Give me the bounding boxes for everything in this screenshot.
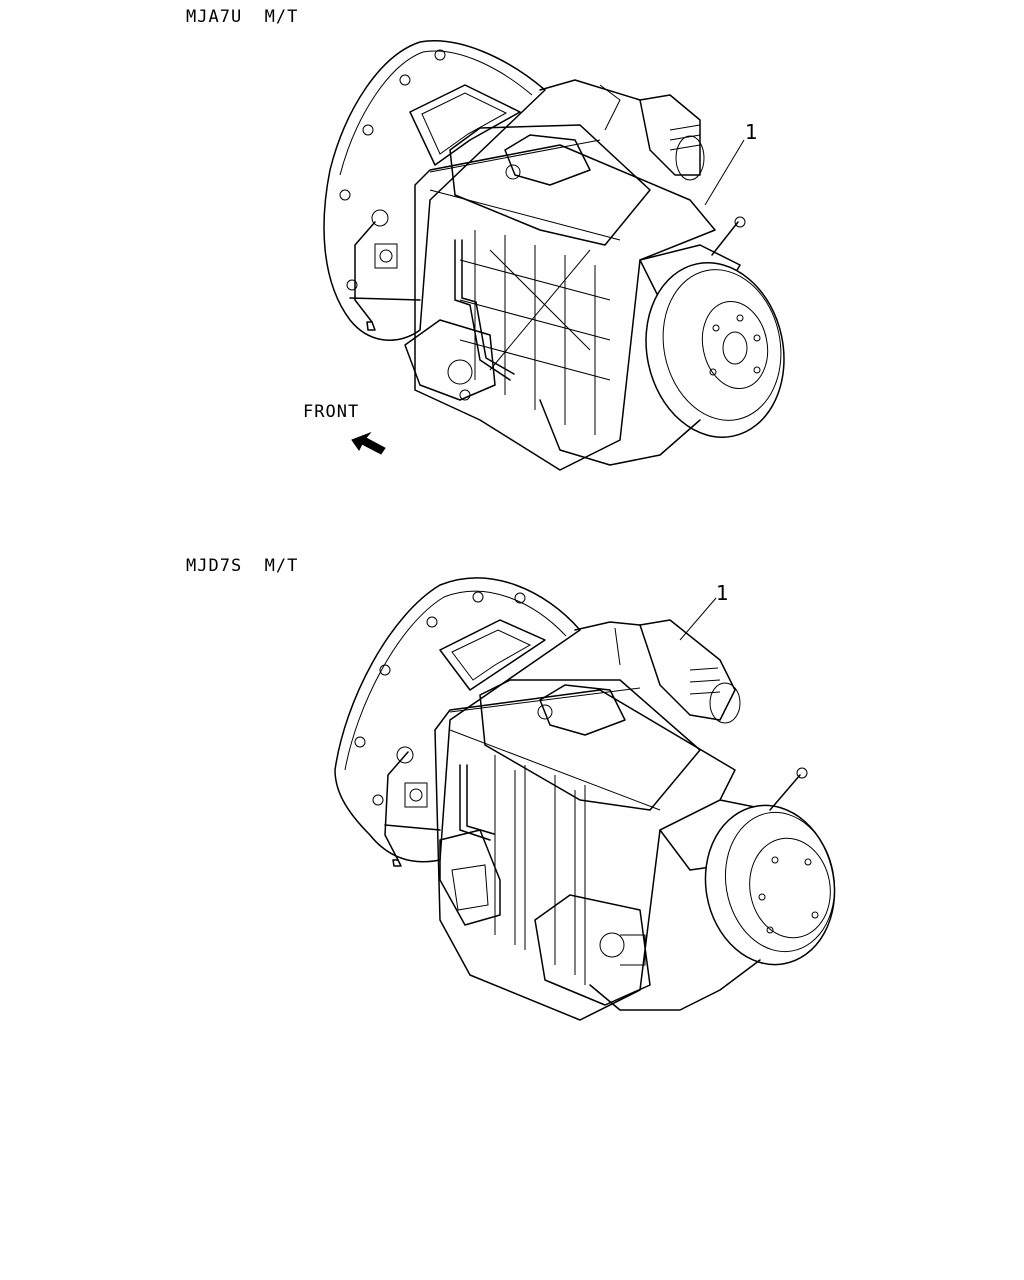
side-pump-bottom (534, 894, 651, 1006)
output-flange-bottom (704, 804, 836, 966)
callout-number-bottom: 1 (716, 581, 729, 605)
case-ribs-bottom (494, 755, 586, 985)
diagram-title-top: MJA7U M/T (186, 7, 299, 27)
front-label: FRONT (303, 402, 360, 422)
leader-line-top (704, 139, 745, 206)
diagram-title-bottom: MJD7S M/T (186, 556, 299, 576)
transmission-drawing-bottom (334, 577, 836, 1021)
bell-bolts-top (339, 49, 446, 291)
leader-line-bottom (679, 597, 717, 641)
bell-housing-bottom (334, 577, 581, 863)
callout-number-top: 1 (745, 120, 758, 144)
bell-bolts-bottom (354, 591, 526, 808)
output-flange-top (645, 262, 785, 438)
side-pump-top (404, 319, 496, 401)
front-arrow-icon (351, 431, 386, 455)
bell-housing-top (323, 40, 546, 341)
transmission-drawing-top (323, 40, 785, 471)
